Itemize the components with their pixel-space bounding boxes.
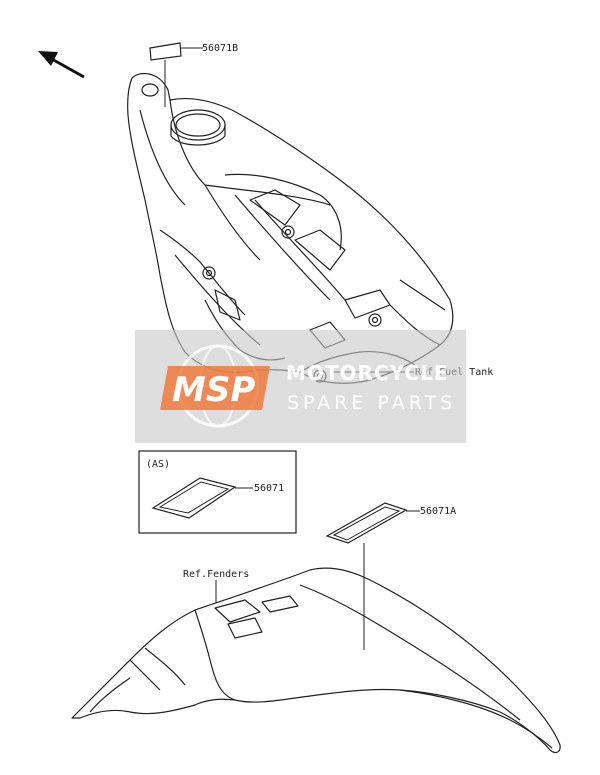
watermark-line1: MOTORCYCLE bbox=[286, 361, 448, 385]
part-number-56071a: 56071A bbox=[420, 506, 456, 517]
as-box-label: (AS) bbox=[146, 459, 170, 470]
watermark-logo: MSP bbox=[172, 370, 255, 410]
watermark: MSP MOTORCYCLE SPARE PARTS bbox=[135, 330, 466, 443]
part-number-56071b: 56071B bbox=[202, 43, 238, 54]
arrow-up-left-icon bbox=[38, 51, 85, 79]
sticker-56071a[interactable] bbox=[325, 502, 420, 650]
as-option-box: (AS) 56071 bbox=[138, 450, 297, 534]
part-number-56071: 56071 bbox=[254, 483, 284, 494]
ref-fenders-label: Ref.Fenders bbox=[183, 569, 249, 580]
watermark-line2: SPARE PARTS bbox=[287, 392, 456, 414]
sticker-56071[interactable] bbox=[151, 477, 237, 519]
sticker-56071b[interactable] bbox=[149, 42, 203, 107]
rear-fender bbox=[71, 567, 561, 754]
